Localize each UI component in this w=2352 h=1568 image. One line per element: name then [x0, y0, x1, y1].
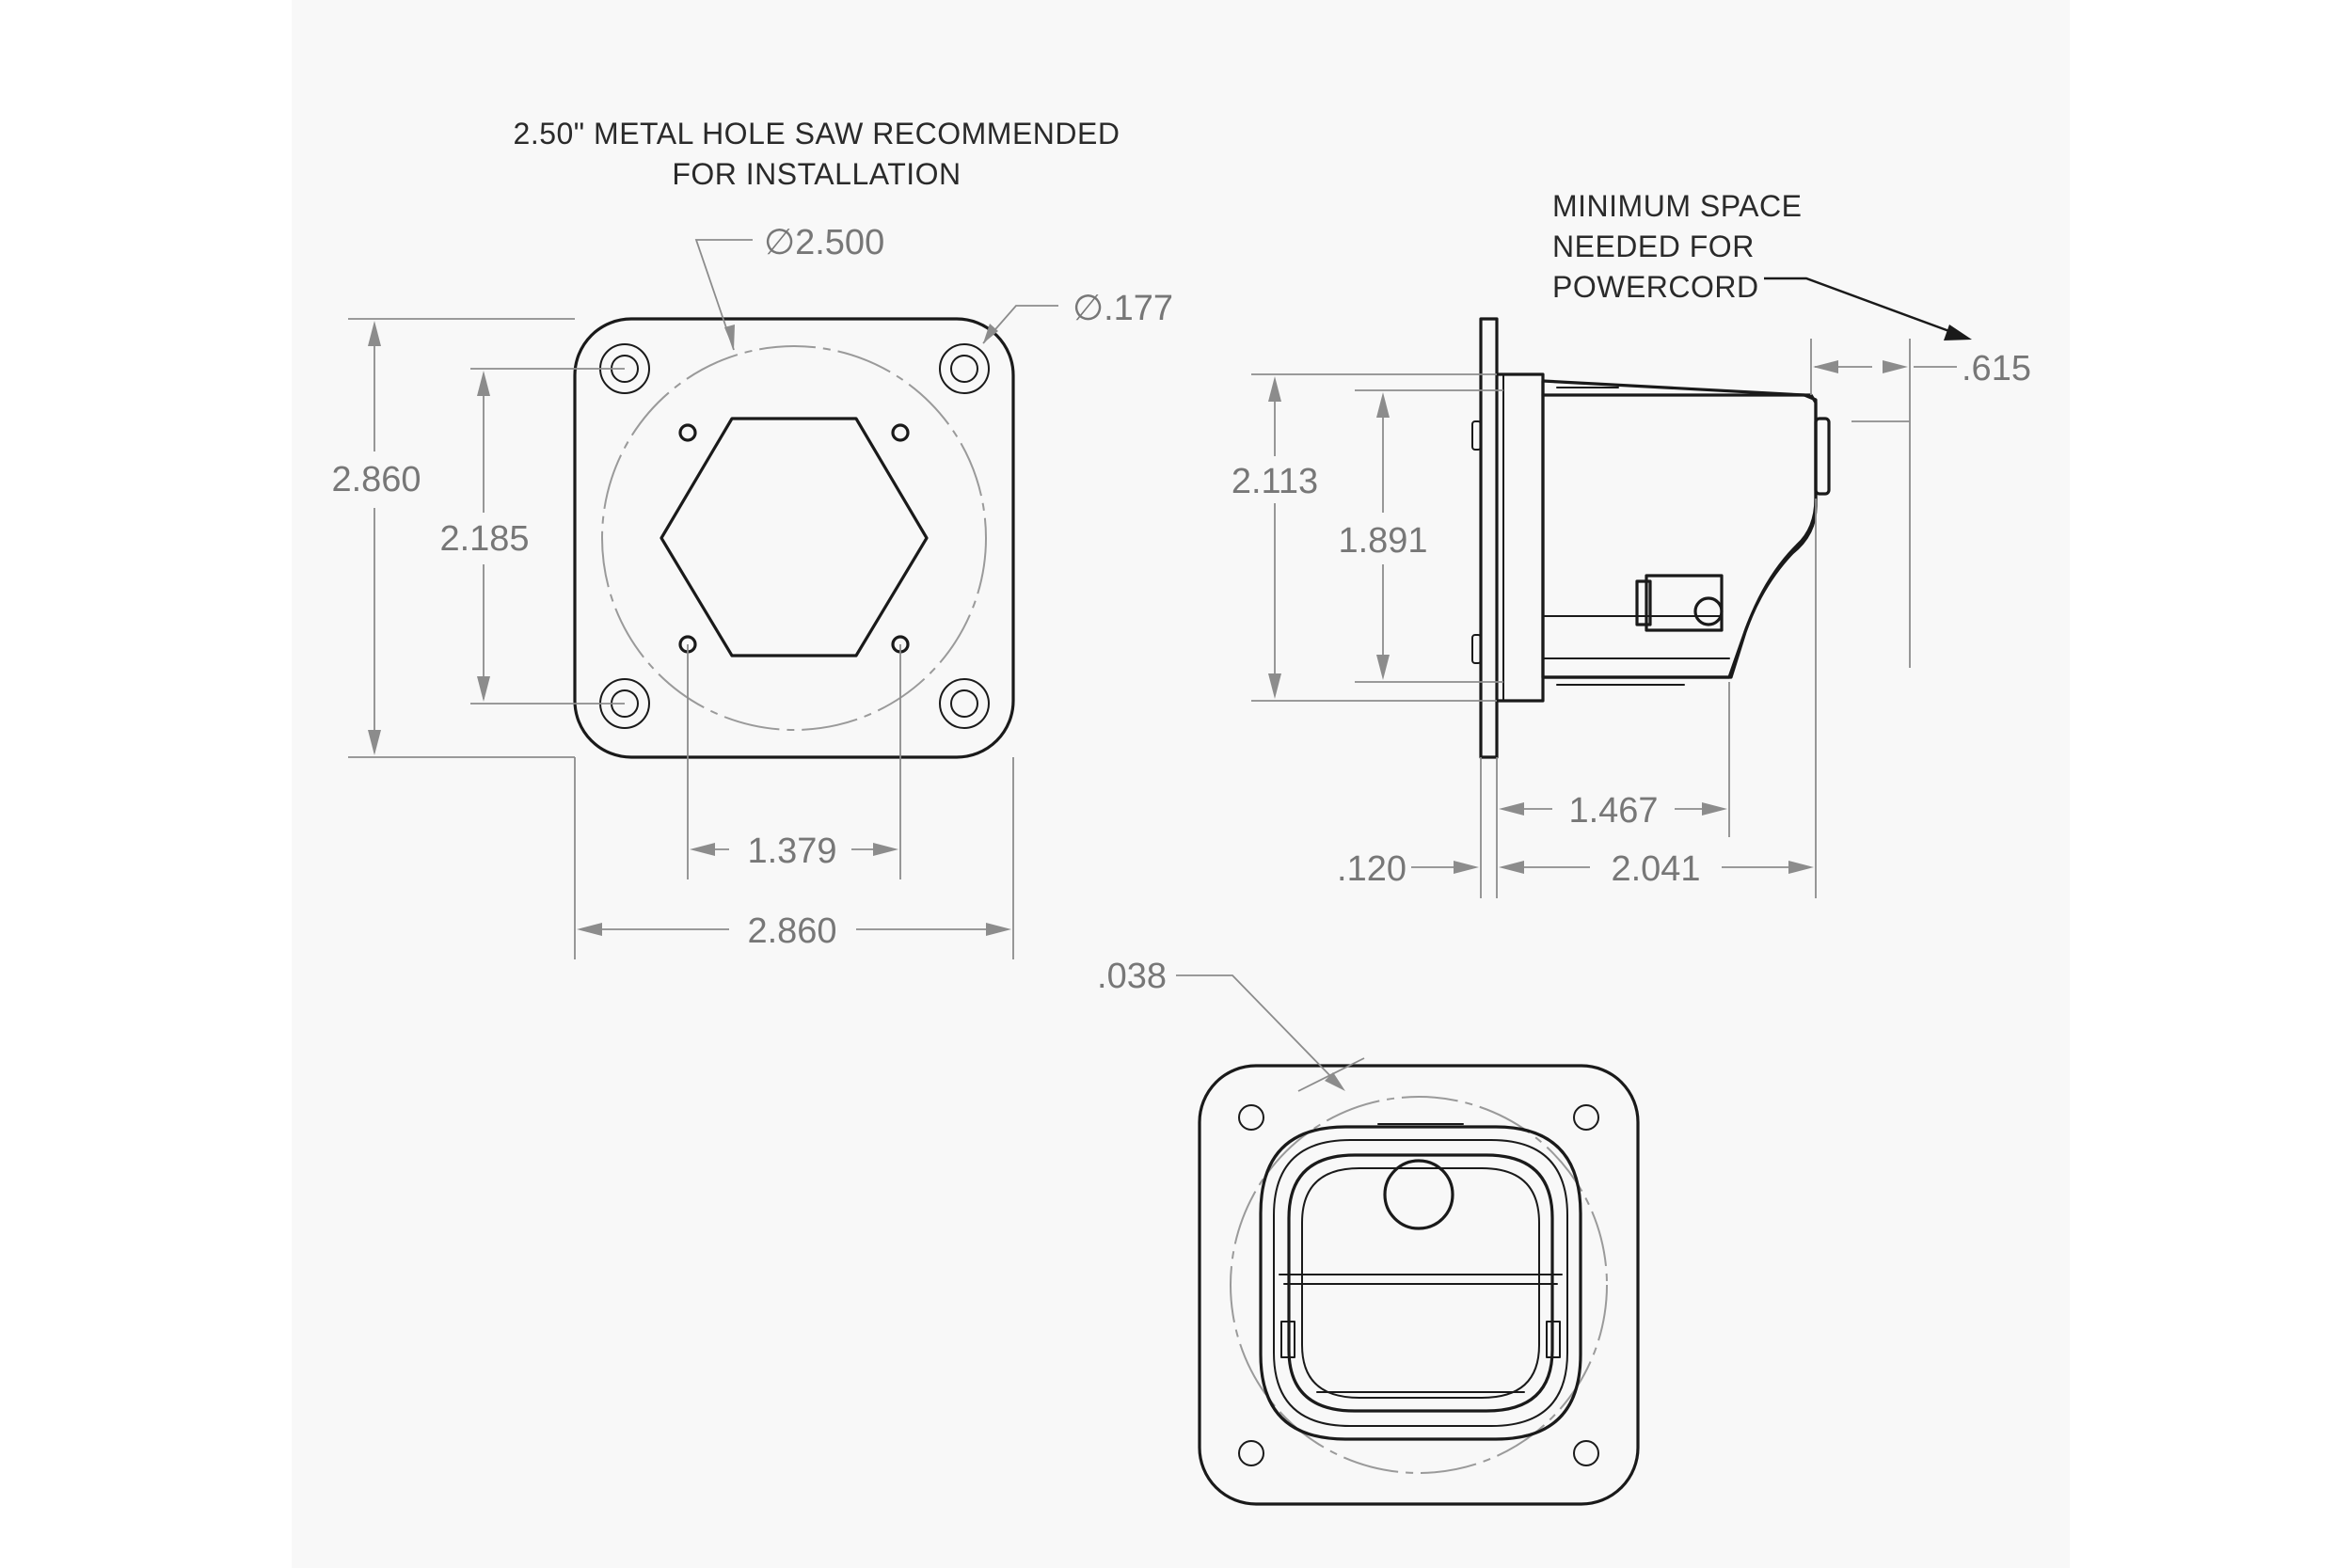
front-view: ∅2.500 ∅.177 2.860 2.185 1.379 [320, 223, 1173, 959]
side-bracket [1645, 574, 1724, 632]
flange-thickness-label: .120 [1337, 849, 1406, 889]
cutout-diameter-label: ∅2.500 [764, 223, 884, 262]
cutout-diameter-leader [694, 239, 753, 351]
note-hole-saw-line1: 2.50" METAL HOLE SAW RECOMMENDED [514, 117, 1120, 150]
powercord-clearance-label: .615 [1962, 349, 2031, 388]
housing-height-label: 2.113 [1232, 462, 1318, 501]
rear-mount-holes [1238, 1104, 1599, 1466]
cord-plug [1814, 417, 1831, 496]
side-flange [1479, 317, 1499, 759]
rear-flange-outline [1198, 1064, 1640, 1506]
rear-housing-outer [1259, 1125, 1582, 1441]
min-space-leader [1764, 277, 1958, 336]
rear-cord-grommet [1383, 1159, 1454, 1230]
front-flange-outline [573, 317, 1015, 759]
rear-view: .038 [1097, 957, 1640, 1506]
side-view: .615 2.113 1.891 1.467 . [1218, 277, 2031, 898]
small-hole-spacing-label: 1.379 [747, 832, 836, 871]
overall-width-label: 2.860 [747, 911, 836, 951]
note-min-space-line1: MINIMUM SPACE [1552, 189, 1802, 223]
hole-spacing-vertical-label: 2.185 [439, 519, 529, 559]
gap-label: .038 [1097, 957, 1167, 996]
overall-height-label: 2.860 [331, 460, 421, 499]
cutout-circle [601, 345, 987, 731]
depth-to-bracket-label: 1.467 [1568, 791, 1658, 831]
rear-housing-inner [1287, 1153, 1554, 1413]
hex-lens [660, 417, 929, 657]
note-min-space-line2: NEEDED FOR [1552, 230, 1755, 263]
note-hole-saw-line2: FOR INSTALLATION [672, 157, 961, 191]
rear-cutout-circle [1230, 1096, 1608, 1474]
overall-depth-label: 2.041 [1611, 849, 1700, 889]
mount-hole-diameter-label: ∅.177 [1073, 289, 1173, 328]
note-min-space-line3: POWERCORD [1552, 270, 1759, 304]
body-height-label: 1.891 [1338, 521, 1427, 561]
drawing-paper [292, 0, 2070, 1568]
gap-leader [1176, 974, 1337, 1083]
bracket-bolt [1693, 596, 1724, 626]
